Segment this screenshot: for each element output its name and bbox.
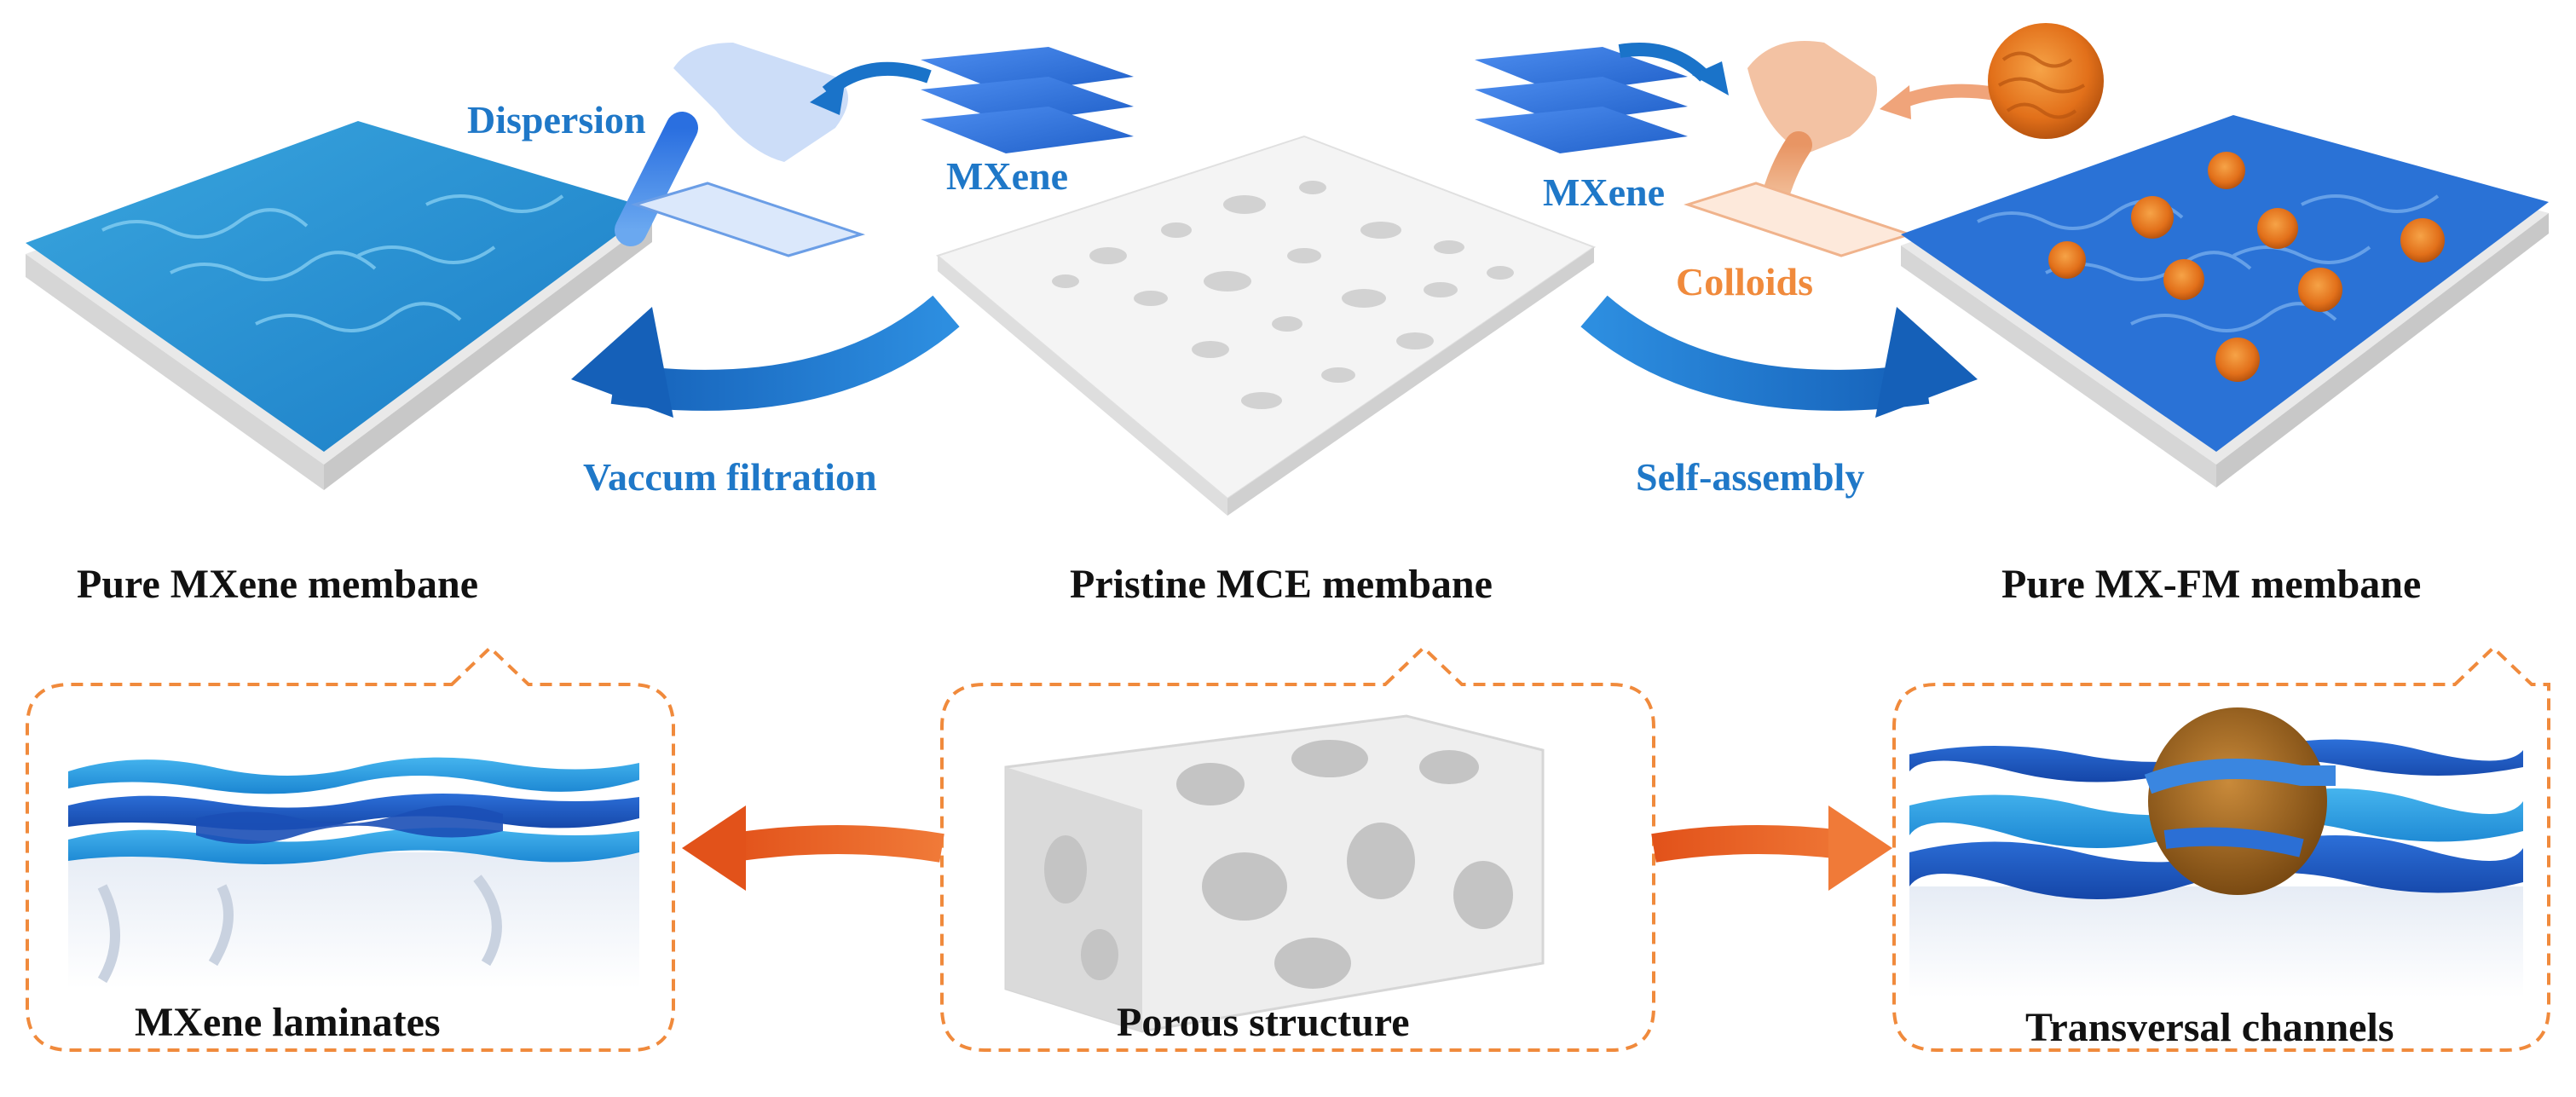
vacuum-filtration-label: Vaccum filtration (583, 455, 877, 499)
mxene-to-dispersion-arrowhead (810, 78, 846, 115)
vacuum-filtration-arrow (610, 295, 960, 411)
colloid-to-beaker-arrow (1898, 84, 1996, 109)
porous-structure-zoom-illustration (1004, 714, 1545, 1033)
pure-mxene-membrane-illustration (26, 121, 652, 490)
pure-mx-fm-membrane-title: Pure MX-FM membane (2001, 562, 2422, 607)
colloid-particle-icon (1988, 23, 2104, 139)
pristine-mce-membrane-illustration (935, 135, 1597, 516)
colloids-label: Colloids (1676, 260, 1814, 303)
self-assembly-arrowhead (1875, 307, 1978, 418)
vacuum-filtration-arrowhead (571, 307, 673, 418)
mxene-stack-left-icon (921, 47, 1134, 153)
zoom-callout-right-border (1892, 645, 2550, 1052)
self-assembly-label: Self-assembly (1636, 455, 1865, 499)
transversal-channels-zoom-illustration (1909, 707, 2523, 997)
self-assembly-arrow (1580, 295, 1930, 411)
mxene-left-label: MXene (946, 154, 1069, 198)
transversal-channels-caption: Transversal channels (2025, 1005, 2394, 1050)
porous-to-channels-arrow (1651, 805, 1892, 891)
porous-to-laminates-arrow (682, 805, 944, 891)
porous-structure-caption: Porous structure (1117, 1000, 1410, 1045)
mxene-stack-right-icon (1475, 47, 1688, 153)
zoom-callout-center-border (940, 645, 1655, 1052)
mxene-to-beaker-right-arrowhead (1692, 61, 1729, 95)
pure-mxene-membrane-title: Pure MXene membane (77, 562, 478, 607)
zoom-callout-left-border (26, 645, 675, 1052)
mxene-laminates-zoom-illustration (68, 757, 639, 989)
dispersion-label: Dispersion (467, 98, 646, 141)
mxene-to-beaker-right-arrow (1618, 43, 1710, 82)
mxene-right-label: MXene (1543, 170, 1666, 214)
mxene-laminates-caption: MXene laminates (135, 1000, 441, 1045)
mx-fm-membrane-illustration (1901, 115, 2549, 488)
dispersion-beaker-icon (615, 43, 866, 257)
colloid-mixing-beaker-icon (1684, 41, 1914, 257)
colloid-to-beaker-arrowhead (1880, 85, 1911, 119)
pristine-mce-membrane-title: Pristine MCE membane (1070, 562, 1493, 607)
